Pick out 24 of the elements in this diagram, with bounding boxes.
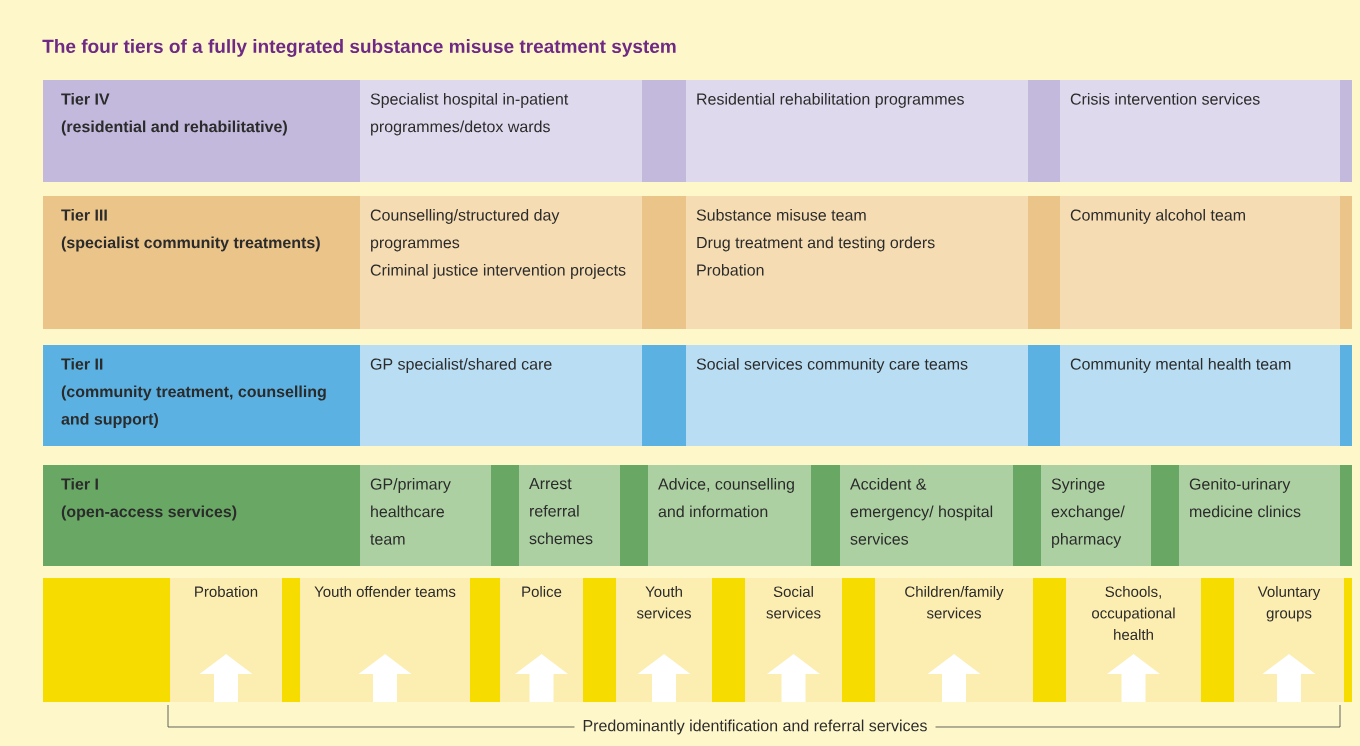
service-box: Genito-urinary medicine clinics xyxy=(1179,465,1340,566)
service-box: Substance misuse team Drug treatment and testing orders Probation xyxy=(686,196,1028,329)
service-box: Advice, counselling and information xyxy=(648,465,811,566)
service-box: GP/primary healthcare team xyxy=(360,465,491,566)
referral-box: Youth services xyxy=(616,578,712,702)
service-box: Syringe exchange/ pharmacy xyxy=(1041,465,1151,566)
referral-box: Youth offender teams xyxy=(300,578,470,702)
service-box: Counselling/structured day programmes Criminal justice intervention projects xyxy=(360,196,642,329)
referral-box: Police xyxy=(500,578,583,702)
title: The four tiers of a fully integrated substance misuse treatment system xyxy=(42,39,676,57)
service-box: Community mental health team xyxy=(1060,345,1340,446)
service-box: Accident & emergency/ hospital services xyxy=(840,465,1013,566)
service-box: Specialist hospital in-patient programmes/detox wards xyxy=(360,80,642,182)
service-box: Crisis intervention services xyxy=(1060,80,1340,182)
service-box: GP specialist/shared care xyxy=(360,345,642,446)
referral-box: Voluntary groups xyxy=(1234,578,1344,702)
service-box: Arrest referral schemes xyxy=(519,465,620,566)
referral-box: Schools, occupational health xyxy=(1066,578,1201,702)
referral-box: Probation xyxy=(170,578,282,702)
referral-box: Social services xyxy=(745,578,842,702)
service-box: Residential rehabilitation programmes xyxy=(686,80,1028,182)
service-box: Social services community care teams xyxy=(686,345,1028,446)
referral-box: Children/family services xyxy=(875,578,1033,702)
service-box: Community alcohol team xyxy=(1060,196,1340,329)
